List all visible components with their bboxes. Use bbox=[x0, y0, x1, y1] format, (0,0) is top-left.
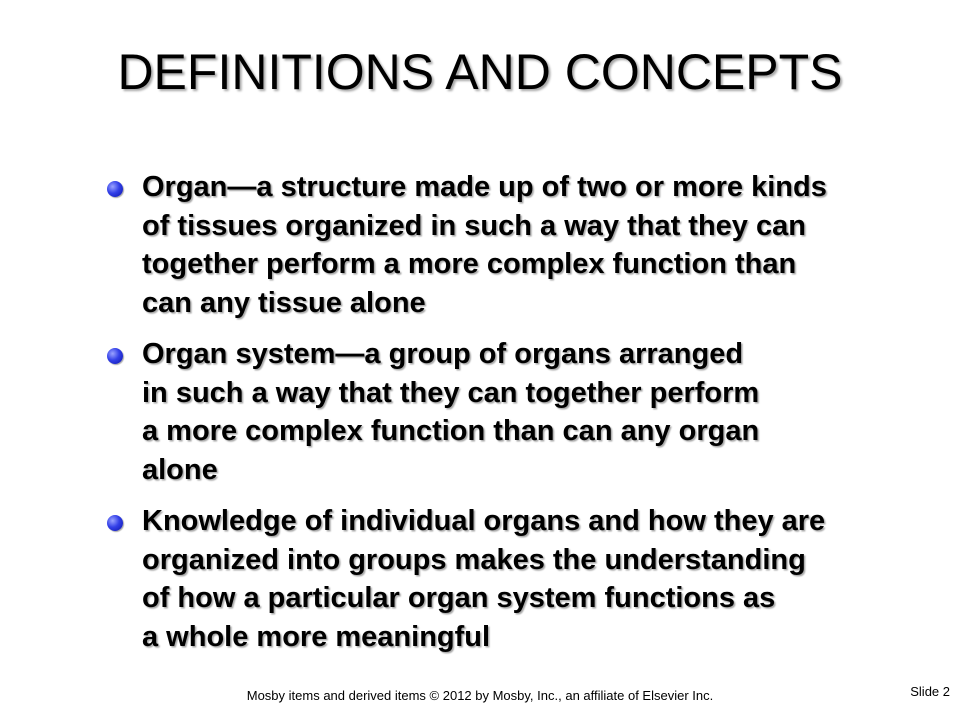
bullet-line: alone bbox=[142, 453, 218, 486]
bullet-line: of tissues organized in such a way that … bbox=[142, 209, 806, 242]
bullet-line: together perform a more complex function… bbox=[142, 248, 797, 280]
bullet-line: a whole more meaningful bbox=[142, 620, 491, 653]
bullet-line: of how a particular organ system functio… bbox=[142, 582, 776, 614]
bullet-dot-icon bbox=[107, 515, 123, 531]
slide-number: Slide 2 bbox=[910, 684, 950, 699]
copyright-footer: Mosby items and derived items © 2012 by … bbox=[246, 688, 714, 703]
bullet-line: Knowledge of individual organs and how t… bbox=[142, 505, 826, 537]
bullet-item-knowledge: Knowledge of individual organs and how t… bbox=[100, 502, 860, 656]
bullet-list: Organ—a structure made up of two or more… bbox=[100, 168, 860, 669]
bullet-line: in such a way that they can together per… bbox=[142, 376, 760, 409]
bullet-line: can any tissue alone bbox=[142, 286, 426, 319]
bullet-line: organized into groups makes the understa… bbox=[142, 543, 806, 576]
bullet-line: Organ system—a group of organs arranged bbox=[142, 338, 744, 370]
bullet-line: a more complex function than can any org… bbox=[142, 415, 760, 447]
bullet-item-organ-system: Organ system—a group of organs arranged … bbox=[100, 335, 860, 489]
bullet-line: Organ—a structure made up of two or more… bbox=[142, 171, 827, 203]
bullet-dot-icon bbox=[107, 348, 123, 364]
bullet-dot-icon bbox=[107, 181, 123, 197]
bullet-item-organ: Organ—a structure made up of two or more… bbox=[100, 168, 860, 322]
slide-title: DEFINITIONS AND CONCEPTS bbox=[117, 44, 843, 100]
